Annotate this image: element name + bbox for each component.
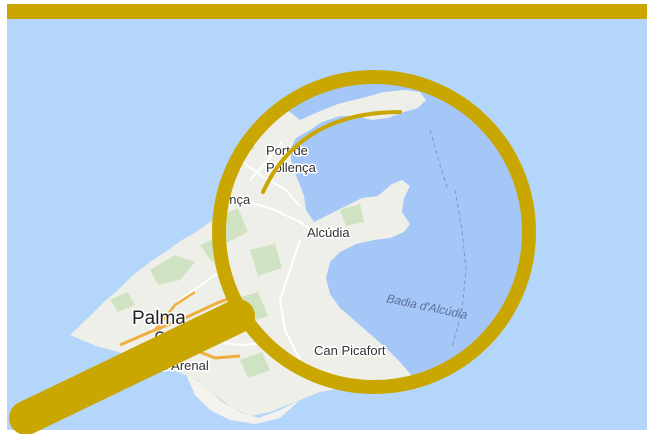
lens-glare [261, 110, 402, 194]
magnifier-handle [9, 299, 255, 434]
sea-boundary-dashed [451, 189, 467, 349]
label-palma: Palma [132, 308, 186, 329]
label-can-picafort: Can Picafort [314, 343, 386, 358]
green-area [340, 204, 364, 226]
green-area [240, 352, 270, 378]
sea-boundary-dashed [429, 129, 449, 191]
magnifier-rim [212, 70, 536, 394]
major-road [154, 290, 196, 331]
minor-road [219, 189, 321, 237]
island-south-coast [185, 372, 300, 424]
green-area [150, 255, 195, 285]
green-area [250, 244, 282, 276]
minor-road [249, 141, 283, 181]
minor-road [278, 239, 301, 361]
major-road [119, 294, 236, 347]
magnifying-glass-icon [9, 70, 536, 434]
minor-road [239, 159, 301, 207]
green-area [110, 292, 135, 312]
top-band [7, 4, 647, 19]
label-alcudia: Alcúdia [307, 225, 350, 240]
